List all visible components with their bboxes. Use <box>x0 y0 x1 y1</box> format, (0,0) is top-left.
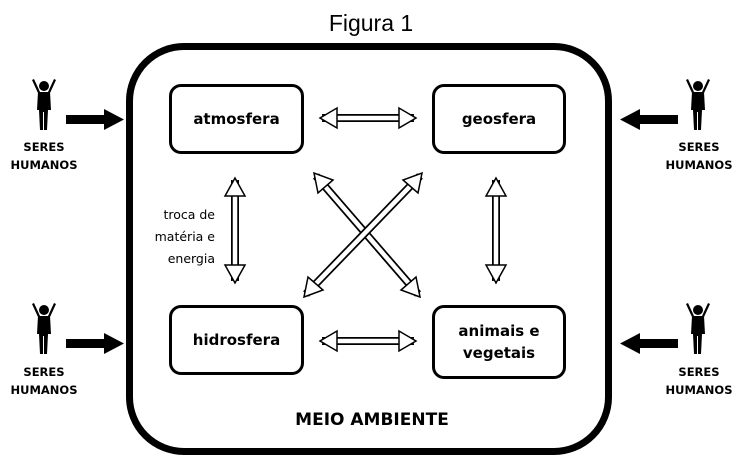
human-figure-bottom-left <box>32 303 56 354</box>
human-arrow-bottom-left <box>66 333 124 354</box>
arrow-geosphere-hydrosphere <box>303 171 423 299</box>
human-label-top-left: SERES HUMANOS <box>10 140 78 172</box>
human-figure-top-right <box>686 79 710 130</box>
arrow-atmosphere-hydrosphere <box>223 176 247 285</box>
environment-frame <box>126 43 612 455</box>
exchange-note: troca de matéria e energia <box>154 207 215 266</box>
human-arrow-top-left <box>66 109 124 130</box>
human-figure-bottom-right <box>686 303 710 354</box>
human-figure-top-left <box>32 79 56 130</box>
human-label-bottom-right: SERES HUMANOS <box>665 365 733 397</box>
human-label-bottom-left: SERES HUMANOS <box>10 365 78 397</box>
human-arrow-bottom-right <box>620 333 678 354</box>
figure-title: Figura 1 <box>328 10 414 36</box>
arrow-hydrosphere-biosphere <box>318 329 418 353</box>
human-arrow-top-right <box>620 109 678 130</box>
sphere-atmosphere: atmosfera <box>169 84 304 154</box>
arrow-geosphere-biosphere <box>484 176 508 285</box>
sphere-hydrosphere: hidrosfera <box>169 305 304 375</box>
sphere-geosphere: geosfera <box>432 84 566 154</box>
human-label-top-right: SERES HUMANOS <box>665 140 733 172</box>
sphere-biosphere: animais e vegetais <box>432 305 566 379</box>
arrow-atmosphere-geosphere <box>318 106 418 130</box>
environment-label: MEIO AMBIENTE <box>295 410 449 430</box>
